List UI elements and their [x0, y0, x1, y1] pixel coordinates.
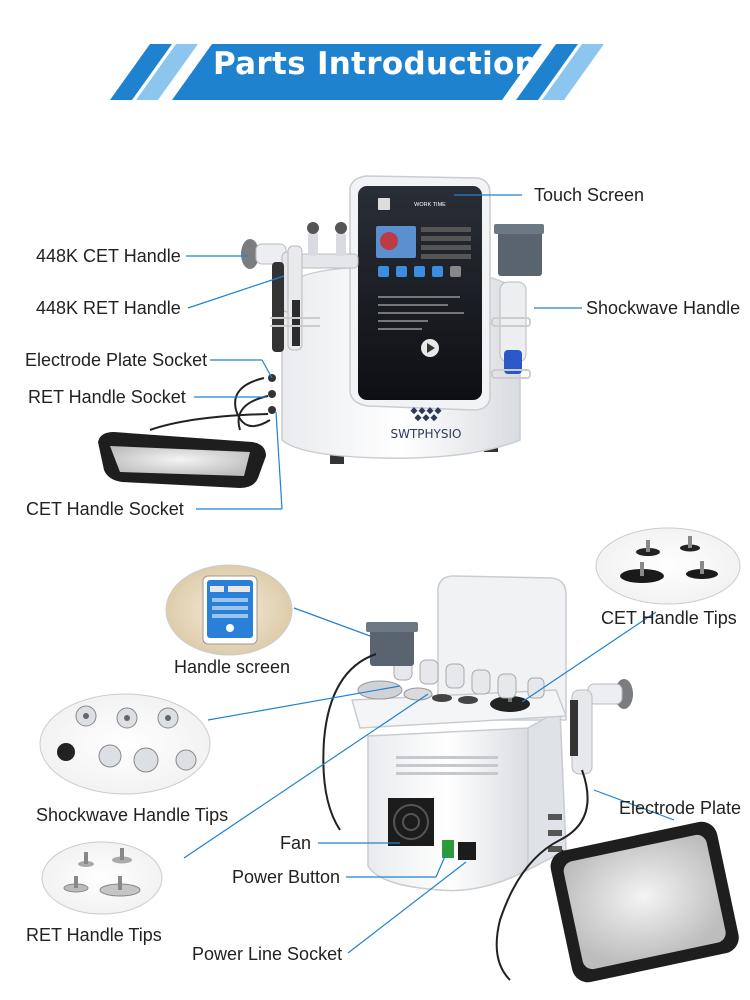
label-ret-handle-tips: RET Handle Tips: [26, 925, 162, 945]
cet-tips-bubble: [595, 527, 741, 605]
power-line-socket: [458, 842, 476, 860]
ret-handle: [287, 245, 303, 351]
banner-left-stripe-light: [136, 44, 198, 100]
small-handle-holder: [370, 628, 414, 666]
label-cet-handle: 448K CET Handle: [36, 246, 181, 266]
label-electrode-plate: Electrode Plate: [619, 798, 742, 818]
shockwave-holder: [498, 230, 542, 276]
electrode-plate-bottom: [550, 821, 739, 983]
label-cet-handle-socket: CET Handle Socket: [26, 499, 184, 519]
bottom-device: [322, 575, 739, 983]
touch-screen-display: [358, 186, 482, 400]
banner-left-stripe-dark: [110, 44, 172, 100]
header-banner: Parts Introduction: [0, 0, 750, 110]
ret-tips-bubble: [41, 841, 163, 915]
side-handle: [570, 679, 633, 775]
top-device: WORK TIME: [98, 175, 544, 488]
label-ret-handle: 448K RET Handle: [36, 298, 181, 318]
brand-name: SWTPHYSIO: [390, 427, 461, 441]
label-touch-screen: Touch Screen: [534, 185, 645, 205]
power-button: [442, 840, 454, 858]
brand-logo-mark: [410, 407, 442, 422]
label-power-line-socket: Power Line Socket: [192, 944, 343, 964]
label-cet-handle-tips: CET Handle Tips: [601, 608, 737, 628]
label-fan: Fan: [280, 833, 312, 853]
label-shockwave-handle: Shockwave Handle: [586, 298, 741, 318]
bottom-leader-lines: [183, 607, 675, 954]
label-power-button: Power Button: [232, 867, 341, 887]
page-title: Parts Introduction: [212, 46, 537, 82]
label-electrode-plate-socket: Electrode Plate Socket: [25, 350, 208, 370]
handle-screen-bubble: [165, 564, 293, 656]
main-body: [367, 727, 529, 892]
banner-right-stripe-light: [542, 44, 604, 100]
shockwave-tips-bubble: [39, 693, 211, 795]
label-handle-screen: Handle screen: [174, 657, 291, 677]
label-shockwave-handle-tips: Shockwave Handle Tips: [36, 805, 229, 825]
label-ret-handle-socket: RET Handle Socket: [28, 387, 186, 407]
banner-graphic: [110, 44, 604, 100]
banner-right-stripe-dark: [516, 44, 578, 100]
top-leader-lines: [186, 194, 582, 510]
tray-tips: [357, 655, 545, 712]
banner-center-band: [172, 44, 542, 100]
screen-header: WORK TIME: [414, 202, 446, 208]
